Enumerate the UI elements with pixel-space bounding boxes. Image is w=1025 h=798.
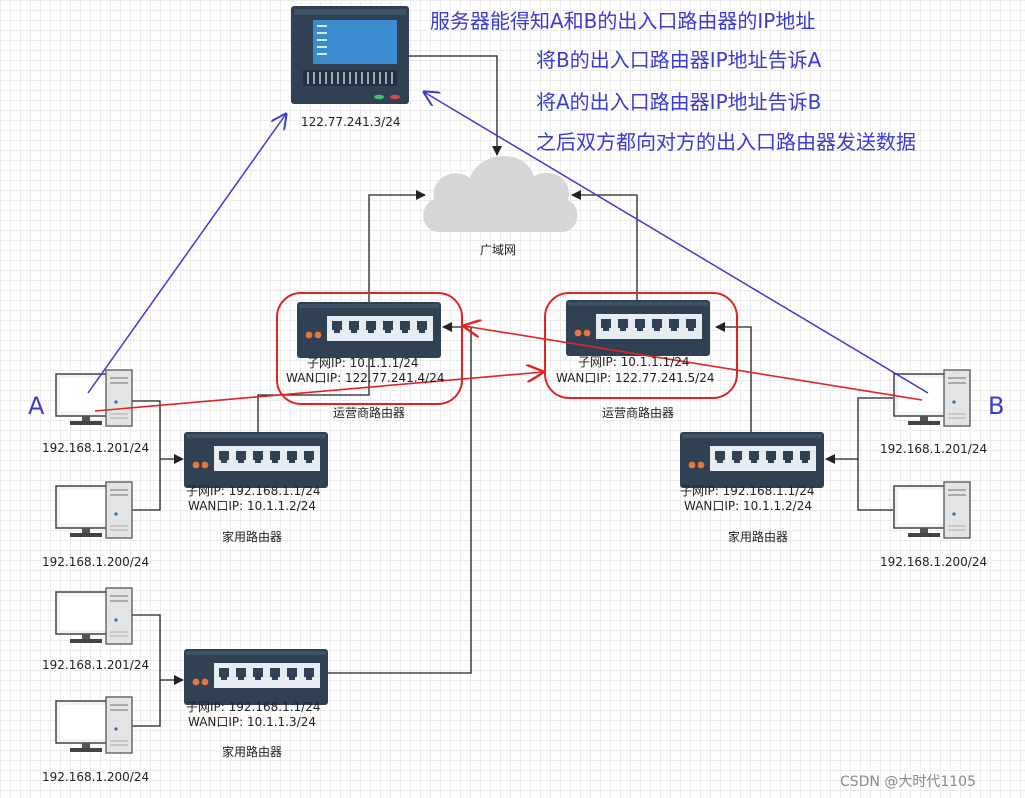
server-ip-label: 122.77.241.3/24 [301,115,401,129]
wan-cloud-icon [423,155,578,232]
pc-a-icon [55,369,133,427]
isp-left-wan-ip: WAN口IP: 122.77.241.4/24 [286,371,445,385]
home-router-left-bottom-icon [184,649,328,705]
home-right-wan-ip: WAN口IP: 10.1.1.2/24 [684,499,812,513]
home-right-label: 家用路由器 [727,530,789,544]
pc-right-2-ip: 192.168.1.200/24 [880,555,988,569]
isp-left-highlight [276,292,463,405]
isp-left-label: 运营商路由器 [332,406,406,420]
home-left-bottom-label: 家用路由器 [221,745,283,759]
home-left-top-subnet-ip: 子网IP: 192.168.1.1/24 [186,484,321,498]
isp-right-label: 运营商路由器 [601,406,675,420]
home-router-left-top-icon [184,432,328,488]
isp-router-left-icon [297,302,441,358]
isp-left-subnet-ip: 子网IP: 10.1.1.1/24 [307,356,419,370]
host-b-label: B [988,392,1005,420]
red-arrow-a-to-isp-right [94,372,543,412]
isp-router-right-icon [566,300,710,356]
pc-a-ip: 192.168.1.201/24 [42,441,150,455]
annotation-line-2: 将B的出入口路由器IP地址告诉A [536,48,822,72]
home-left-top-label: 家用路由器 [221,530,283,544]
pc-right-2-icon [893,481,971,539]
home-left-bottom-subnet-ip: 子网IP: 192.168.1.1/24 [186,700,321,714]
watermark: CSDN @大时代1105 [840,774,976,790]
blue-arrow-a-to-server [87,114,286,394]
home-left-top-wan-ip: WAN口IP: 10.1.1.2/24 [188,499,316,513]
isp-right-wan-ip: WAN口IP: 122.77.241.5/24 [556,371,715,385]
wan-cloud-label: 广域网 [479,243,517,257]
red-arrow-b-to-isp-left [464,326,923,401]
home-router-right-icon [680,432,824,488]
pc-left-2-icon [55,481,133,539]
home-left-bottom-wan-ip: WAN口IP: 10.1.1.3/24 [188,715,316,729]
home-right-subnet-ip: 子网IP: 192.168.1.1/24 [680,484,815,498]
pc-left-3-ip: 192.168.1.201/24 [42,658,150,672]
pc-b-ip: 192.168.1.201/24 [880,442,988,456]
blue-arrow-b-to-server [424,92,929,394]
annotation-line-4: 之后双方都向对方的出入口路由器发送数据 [536,130,916,154]
annotation-line-1: 服务器能得知A和B的出入口路由器的IP地址 [430,9,816,33]
isp-right-highlight [544,292,738,399]
pc-left-3-icon [55,587,133,645]
host-a-label: A [28,392,45,420]
pc-left-2-ip: 192.168.1.200/24 [42,555,150,569]
annotation-line-3: 将A的出入口路由器IP地址告诉B [536,90,822,114]
pc-left-4-ip: 192.168.1.200/24 [42,770,150,784]
pc-left-4-icon [55,696,133,754]
server-icon [291,6,409,104]
isp-right-subnet-ip: 子网IP: 10.1.1.1/24 [578,355,690,369]
connector-lines [130,55,893,727]
